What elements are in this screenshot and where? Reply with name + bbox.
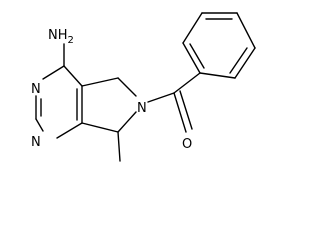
bond-n6-c7 [117, 111, 137, 133]
bond-n1-c7a [56, 122, 83, 139]
amine-label-main: NH [48, 28, 68, 43]
bond-ph2-ph3 [234, 47, 256, 79]
pyrrolidine-nitrogen: N [137, 101, 147, 116]
bond-c4a-c5 [81, 77, 119, 87]
bond-c2-n1 [35, 118, 44, 132]
bond-ph6-ph1-inner [189, 43, 205, 69]
pyrimidine-ring [35, 65, 83, 139]
bond-carbonyl-o [173, 92, 187, 133]
bond-ph3-ph4 [236, 12, 256, 49]
carbonyl-oxygen: O [182, 137, 192, 152]
bond-c4-n3 [42, 65, 65, 80]
bond-c5-n6 [117, 77, 137, 97]
bond-ph5-ph6 [182, 12, 203, 44]
bond-carbonyl-phenyl [173, 72, 201, 94]
bond-carbonyl-o-double [179, 90, 193, 130]
bond-c4a-c4 [63, 65, 83, 87]
amine-label: NH2 [48, 28, 74, 46]
bond-ph6-ph1 [182, 42, 201, 74]
carbonyl-group [147, 72, 201, 133]
atom-labels: NH2 N N N O [31, 28, 192, 152]
bond-c7-c7a [81, 122, 119, 133]
bond-ph2-ph3-inner [229, 47, 248, 74]
phenyl-ring [182, 12, 256, 79]
bond-n6-carbonyl [147, 92, 175, 103]
amine-label-subscript: 2 [68, 35, 74, 46]
bond-ph1-ph2 [199, 72, 236, 79]
ring-nitrogen-bottom: N [31, 135, 41, 150]
ring-nitrogen-top: N [31, 82, 41, 97]
bond-c7-methyl [117, 131, 121, 162]
molecule-structure-diagram: NH2 N N N O [31, 12, 256, 162]
pyrrolidine-ring [81, 77, 137, 162]
